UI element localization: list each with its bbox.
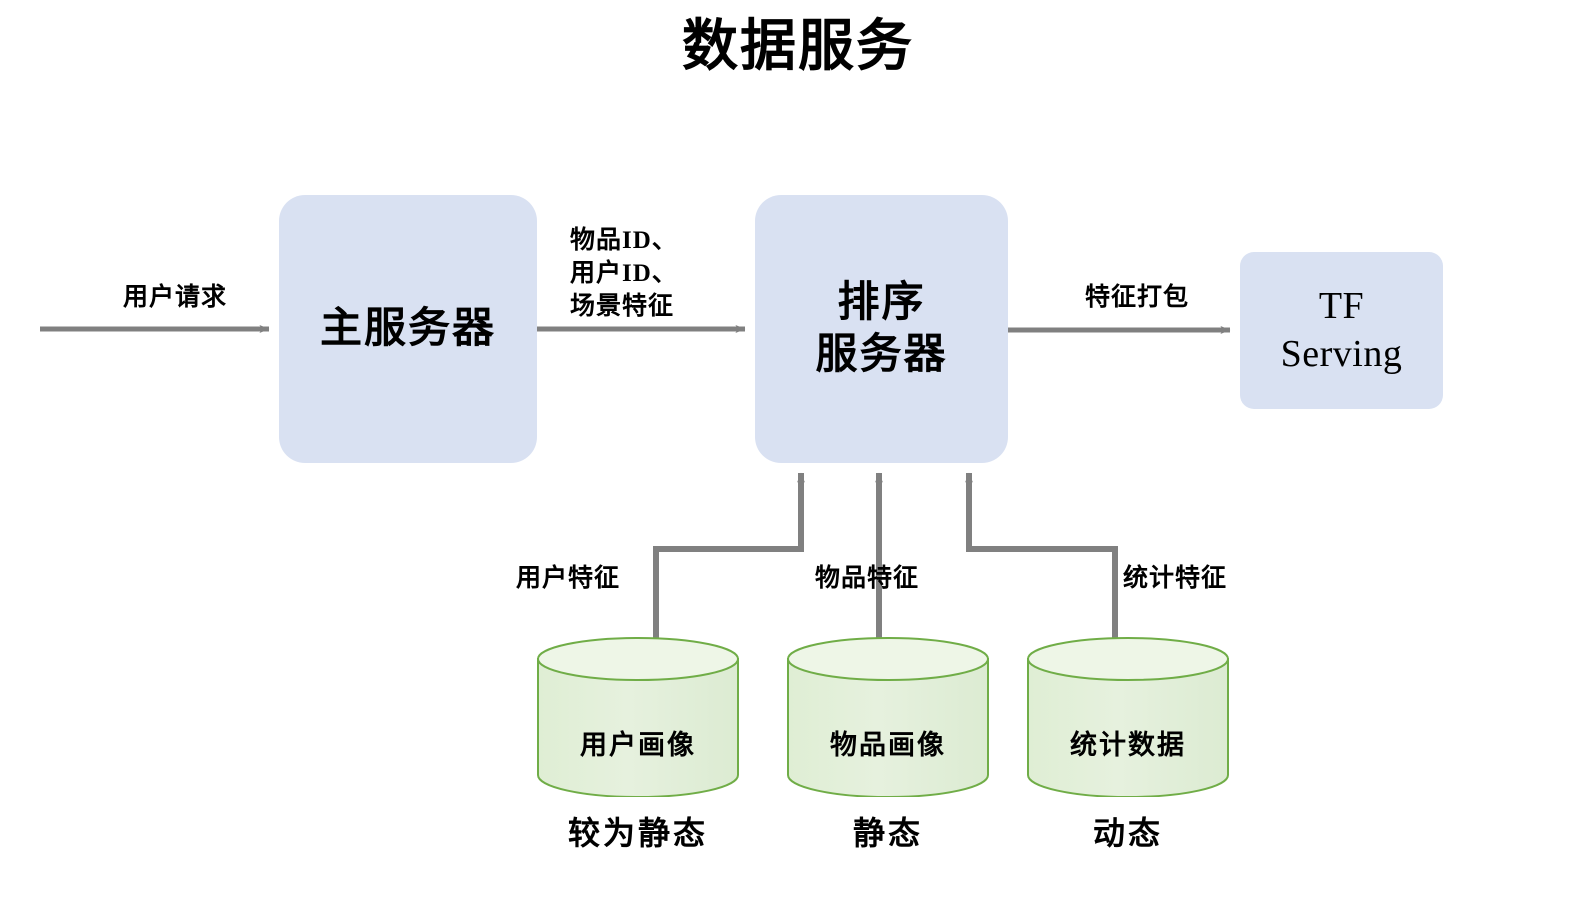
edge-label-user-feature: 用户特征: [516, 565, 621, 592]
caption-stats-db: 动态: [1092, 815, 1163, 851]
node-main-server[interactable]: 主服务器: [279, 195, 537, 463]
arrow-stat-feature: [965, 472, 1118, 645]
page-title: 数据服务: [682, 16, 914, 78]
cylinder-shape: [537, 637, 739, 797]
node-stats-db[interactable]: 统计数据: [1027, 637, 1229, 797]
node-tf-serving-label: TF Serving: [1280, 285, 1403, 375]
node-rank-server-label: 排序 服务器: [815, 279, 948, 379]
node-rank-server[interactable]: 排序 服务器: [755, 195, 1008, 463]
arrow-user-feature: [653, 472, 805, 645]
node-item-profile-db[interactable]: 物品画像: [787, 637, 989, 797]
node-stats-db-label: 统计数据: [1070, 730, 1186, 760]
caption-user-profile-db: 较为静态: [567, 815, 708, 851]
edge-label-feature-pack: 特征打包: [1084, 284, 1189, 311]
edge-label-user-request: 用户请求: [122, 284, 227, 311]
caption-item-profile-db: 静态: [852, 815, 923, 851]
cylinder-shape: [1027, 637, 1229, 797]
node-user-profile-db-label: 用户画像: [580, 730, 696, 760]
node-item-profile-db-label: 物品画像: [830, 730, 946, 760]
node-main-server-label: 主服务器: [319, 305, 496, 352]
edge-label-ids-to-rank: 物品ID、 用户ID、 场景特征: [570, 227, 678, 320]
node-tf-serving[interactable]: TF Serving: [1240, 252, 1443, 409]
edge-label-item-feature: 物品特征: [815, 565, 920, 592]
cylinder-shape: [787, 637, 989, 797]
node-user-profile-db[interactable]: 用户画像: [537, 637, 739, 797]
edge-label-stat-feature: 统计特征: [1123, 565, 1228, 592]
